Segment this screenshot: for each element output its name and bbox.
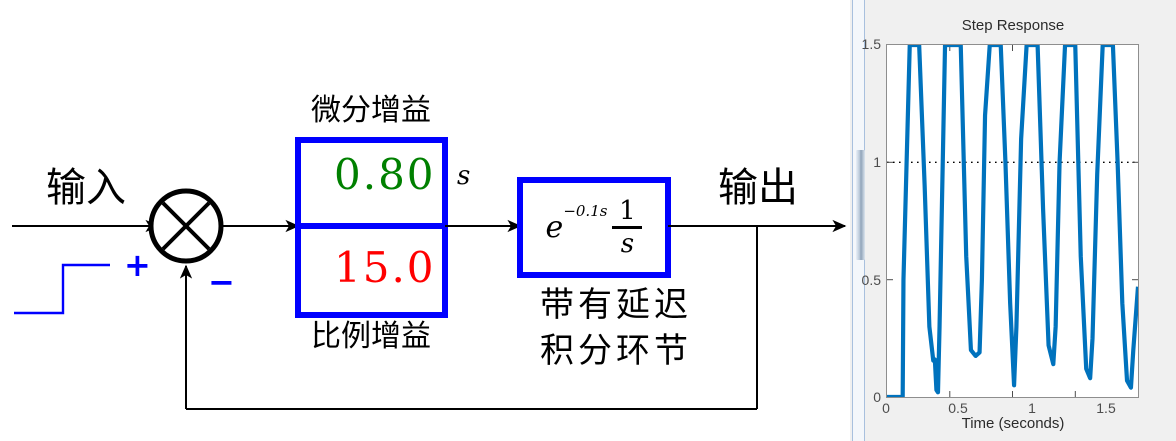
minus-sign-label: − [208, 263, 235, 301]
plant-caption-line-2: 积分环节 [540, 331, 692, 371]
x-axis-label: Time (seconds) [961, 415, 1065, 432]
x-tick-label-0: 0 [882, 400, 890, 416]
plant-fraction-numerator: 1 [619, 196, 636, 226]
summing-junction-cross-b [161, 201, 211, 251]
block-diagram: 输入 输出 + − 微分增益 比例增益 0.80 15.0 s e−0.1s 1… [12, 93, 847, 410]
y-tick-label-1p5: 1.5 [861, 36, 881, 52]
proportional-gain-caption: 比例增益 [311, 319, 431, 354]
plant-block-border [517, 177, 671, 278]
y-tick-label-1: 1 [873, 154, 881, 170]
x-tick-label-1p5: 1.5 [1096, 400, 1116, 416]
plant-exp-base: e [545, 209, 564, 245]
x-tick-label-0p5: 0.5 [948, 400, 968, 416]
plant-exp-power: −0.1s [563, 201, 608, 220]
y-tick-label-0: 0 [873, 389, 881, 405]
diagram-vector-layer [12, 137, 847, 410]
derivative-gain-value[interactable]: 0.80 [334, 150, 436, 199]
output-label: 输出 [718, 165, 798, 211]
plant-exponential: e−0.1s [545, 203, 608, 245]
y-tick-label-0p5: 0.5 [861, 272, 881, 288]
plus-sign-label: + [124, 246, 151, 284]
step-response-trace [887, 45, 1138, 397]
plant-fraction-denominator: s [620, 229, 635, 259]
x-tick-label-1: 1 [1028, 400, 1036, 416]
plant-caption-line-1: 带有延迟 [540, 285, 692, 325]
plot-title: Step Response [961, 17, 1065, 34]
plant-fraction-bar [612, 226, 643, 229]
plant-transfer-function: e−0.1s 1 s [520, 180, 668, 275]
scrollbar-thumb[interactable] [856, 150, 865, 260]
vertical-scrollbar[interactable] [852, 0, 865, 441]
derivative-gain-caption: 微分增益 [311, 93, 431, 128]
step-input-waveform [14, 263, 110, 315]
plot-axes [886, 44, 1139, 398]
laplace-s-label: s [457, 161, 471, 191]
input-label: 输入 [46, 165, 126, 211]
plot-canvas [887, 45, 1138, 397]
proportional-gain-value[interactable]: 15.0 [334, 243, 436, 292]
plant-fraction: 1 s [612, 196, 643, 259]
step-response-panel: Step Response 1.5 1 0.5 0 0 0.5 1 1.5 Ti… [850, 0, 1176, 441]
